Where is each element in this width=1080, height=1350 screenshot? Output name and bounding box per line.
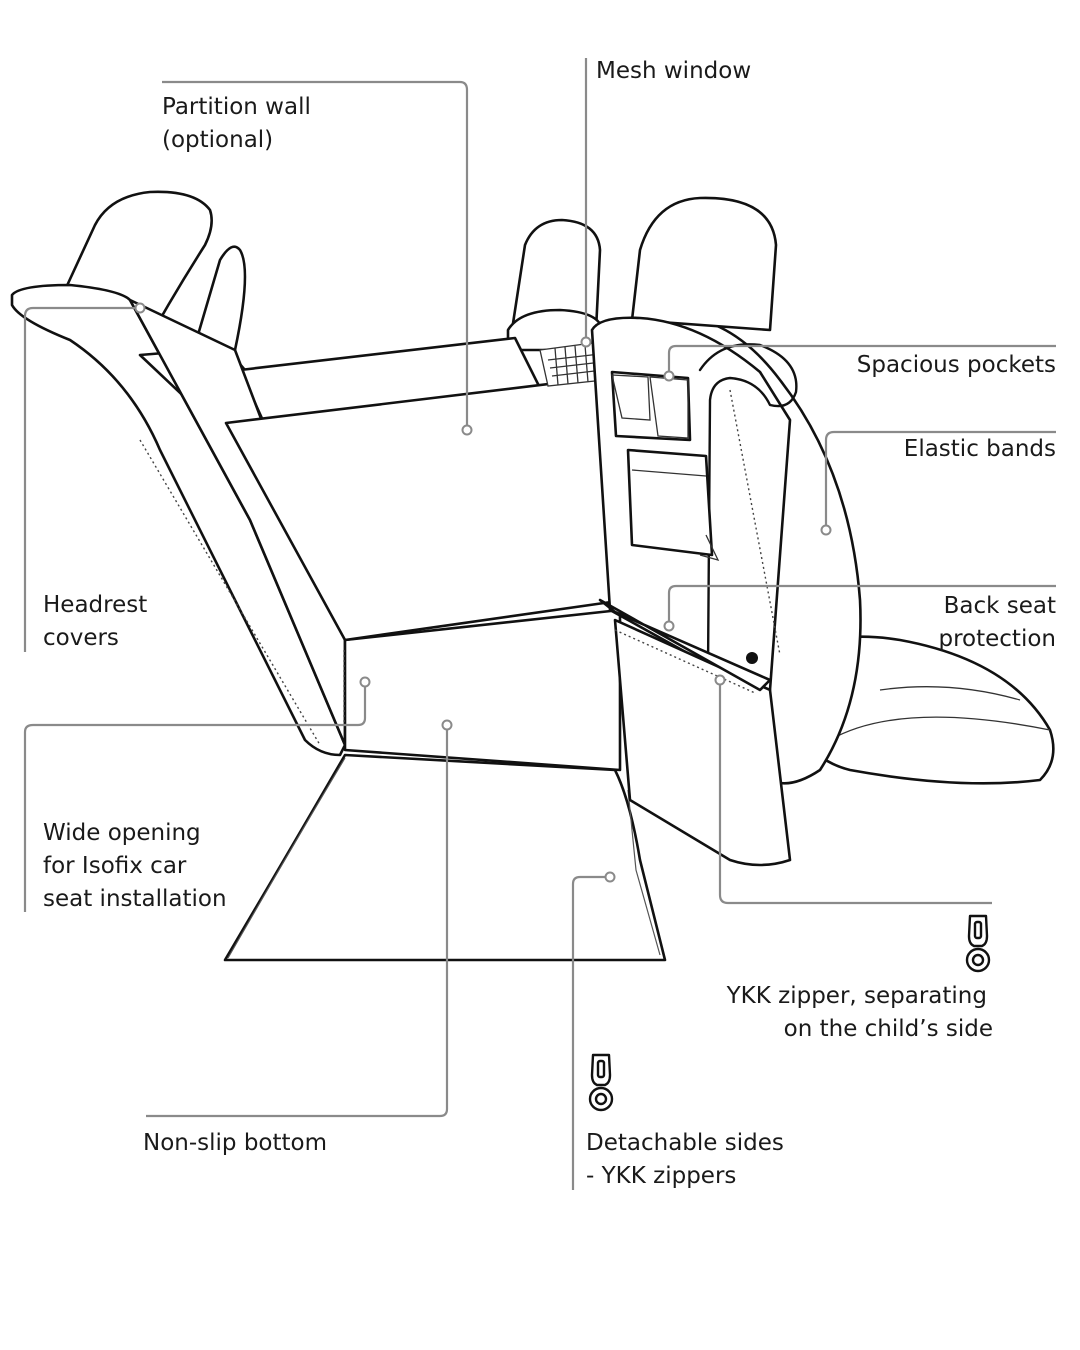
- label-detachable-sides: Detachable sides - YKK zippers: [586, 1127, 784, 1193]
- label-line: (optional): [162, 127, 274, 153]
- label-wide-opening: Wide opening for Isofix car seat install…: [43, 817, 227, 916]
- label-line: Non-slip bottom: [143, 1130, 328, 1156]
- label-line: Partition wall: [162, 94, 311, 120]
- label-line: Headrest: [43, 592, 148, 618]
- leader-elastic-bands: [824, 430, 1056, 530]
- label-line: protection: [938, 626, 1057, 652]
- label-line: seat installation: [43, 886, 227, 912]
- label-line: on the child’s side: [783, 1016, 993, 1042]
- label-line: covers: [43, 625, 119, 651]
- leader-ykk-zipper: [718, 680, 992, 905]
- rear-headrest-middle: [506, 218, 604, 352]
- leader-detachable: [571, 875, 610, 1190]
- leader-spacious-pockets: [667, 344, 1056, 376]
- leader-headrest-covers: [23, 306, 140, 652]
- label-line: YKK zipper, separating: [726, 983, 987, 1009]
- label-non-slip-bottom: Non-slip bottom: [143, 1127, 327, 1160]
- label-line: Wide opening: [43, 820, 201, 846]
- protector-body: [10, 283, 798, 962]
- leader-back-seat: [667, 584, 1056, 626]
- label-line: for Isofix car: [43, 853, 187, 879]
- pockets: [610, 370, 758, 664]
- leader-dots: [134, 302, 832, 883]
- label-mesh-window: Mesh window: [596, 55, 751, 88]
- label-line: - YKK zippers: [586, 1163, 737, 1189]
- leader-wide-opening: [23, 682, 367, 912]
- label-ykk-zipper: YKK zipper, separating on the child’s si…: [727, 980, 993, 1046]
- label-line: Spacious pockets: [856, 352, 1056, 378]
- leader-lines: [23, 58, 1056, 1190]
- label-line: Detachable sides: [586, 1130, 784, 1156]
- leader-non-slip: [146, 725, 449, 1118]
- label-line: Back seat: [943, 593, 1056, 619]
- label-partition-wall: Partition wall (optional): [162, 91, 311, 157]
- label-elastic-bands: Elastic bands: [904, 433, 1056, 466]
- label-line: Elastic bands: [903, 436, 1056, 462]
- label-headrest-covers: Headrest covers: [43, 589, 147, 655]
- leader-partition-wall: [162, 80, 469, 430]
- zipper-pull-icon: [588, 1053, 614, 1112]
- zipper-pull-icon: [965, 914, 991, 973]
- label-line: Mesh window: [596, 58, 752, 84]
- zipper-teeth: [139, 389, 781, 746]
- label-back-seat-protection: Back seat protection: [939, 590, 1057, 656]
- label-spacious-pockets: Spacious pockets: [857, 349, 1056, 382]
